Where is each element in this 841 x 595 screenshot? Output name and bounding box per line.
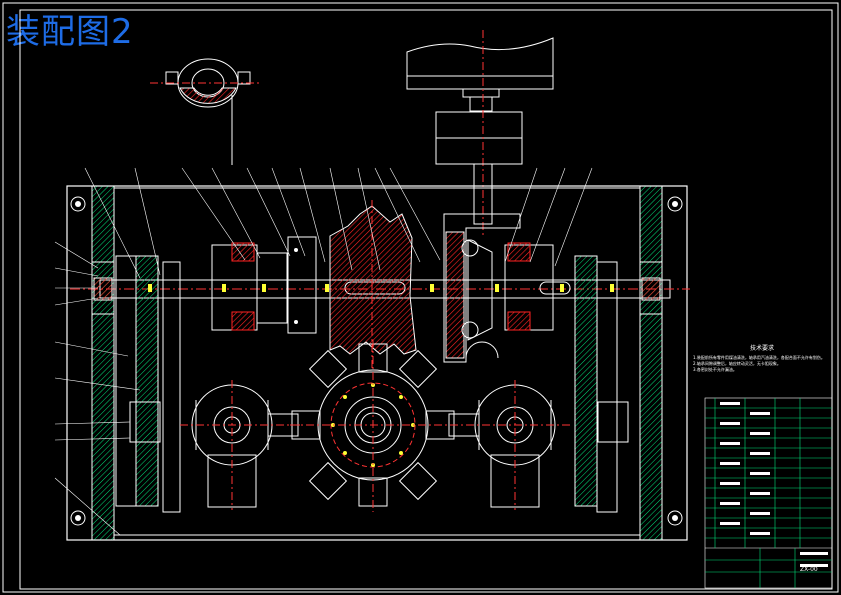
technical-requirements: 技术要求 1.装配前所有零件用煤油清洗，轴承用汽油清洗，各配合面不允许有划伤。 … [693,343,831,373]
title-block [704,397,833,589]
housing [66,185,688,541]
title-block-text [720,402,828,567]
bevel-assembly [443,213,521,363]
drawing-title: 装配图2 [6,12,134,52]
star-wheel [290,340,460,512]
note-line: 3.各密封处不允许漏油。 [693,367,737,372]
shaft-highlights [148,284,614,292]
leader-lines [54,167,593,536]
note-line: 2.轴承间隙调整后，轴应转动灵活，无卡阻现象。 [693,361,781,366]
side-posts [115,255,629,513]
drawing-number: ZX-00 [800,566,818,573]
main-gear [329,200,417,370]
section-detail [150,58,262,165]
inner-border [19,9,833,590]
motor-detail [406,30,554,235]
note-line: 1.装配前所有零件用煤油清洗，轴承用汽油清洗，各配合面不允许有划伤。 [693,355,825,360]
notes-title: 技术要求 [749,345,774,352]
bearings [91,236,663,334]
